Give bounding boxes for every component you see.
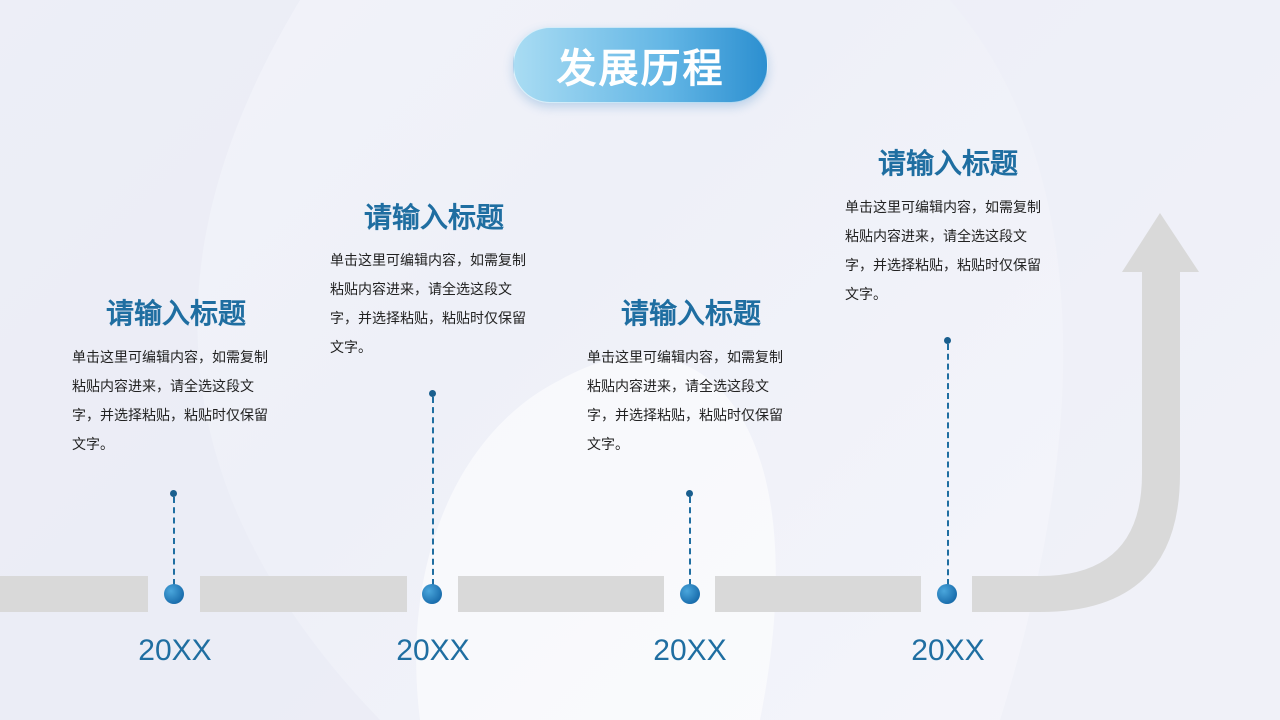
stem-end-dot xyxy=(429,390,436,397)
dashed-connector xyxy=(432,397,434,585)
road-segment xyxy=(715,576,921,612)
stem-end-dot xyxy=(686,490,693,497)
dashed-connector xyxy=(173,497,175,585)
timeline-node xyxy=(680,584,700,604)
milestone-year: 20XX xyxy=(396,634,470,667)
milestone-description: 单击这里可编辑内容，如需复制粘贴内容进来，请全选这段文字，并选择粘贴，粘贴时仅保… xyxy=(587,350,783,453)
stem-end-dot xyxy=(170,490,177,497)
milestone-description: 单击这里可编辑内容，如需复制粘贴内容进来，请全选这段文字，并选择粘贴，粘贴时仅保… xyxy=(845,200,1041,303)
milestone-year: 20XX xyxy=(911,634,985,667)
milestone-heading: 请输入标题 xyxy=(877,147,1018,180)
dashed-connector xyxy=(947,344,949,585)
timeline-node xyxy=(937,584,957,604)
milestone-year: 20XX xyxy=(138,634,212,667)
milestone-description: 单击这里可编辑内容，如需复制粘贴内容进来，请全选这段文字，并选择粘贴，粘贴时仅保… xyxy=(72,350,268,453)
dashed-connector xyxy=(689,497,691,585)
milestone-heading: 请输入标题 xyxy=(620,297,761,330)
timeline-node xyxy=(422,584,442,604)
milestone-year: 20XX xyxy=(653,634,727,667)
timeline-node xyxy=(164,584,184,604)
up-arrow xyxy=(972,213,1199,612)
road-segment xyxy=(200,576,407,612)
milestone-heading: 请输入标题 xyxy=(363,201,504,234)
road-segment xyxy=(0,576,148,612)
page-title: 发展历程 xyxy=(556,46,725,92)
milestone-description: 单击这里可编辑内容，如需复制粘贴内容进来，请全选这段文字，并选择粘贴，粘贴时仅保… xyxy=(330,253,526,356)
milestone-heading: 请输入标题 xyxy=(105,297,246,330)
stem-end-dot xyxy=(944,337,951,344)
road-segment xyxy=(458,576,664,612)
title-banner: 发展历程 xyxy=(513,27,768,103)
